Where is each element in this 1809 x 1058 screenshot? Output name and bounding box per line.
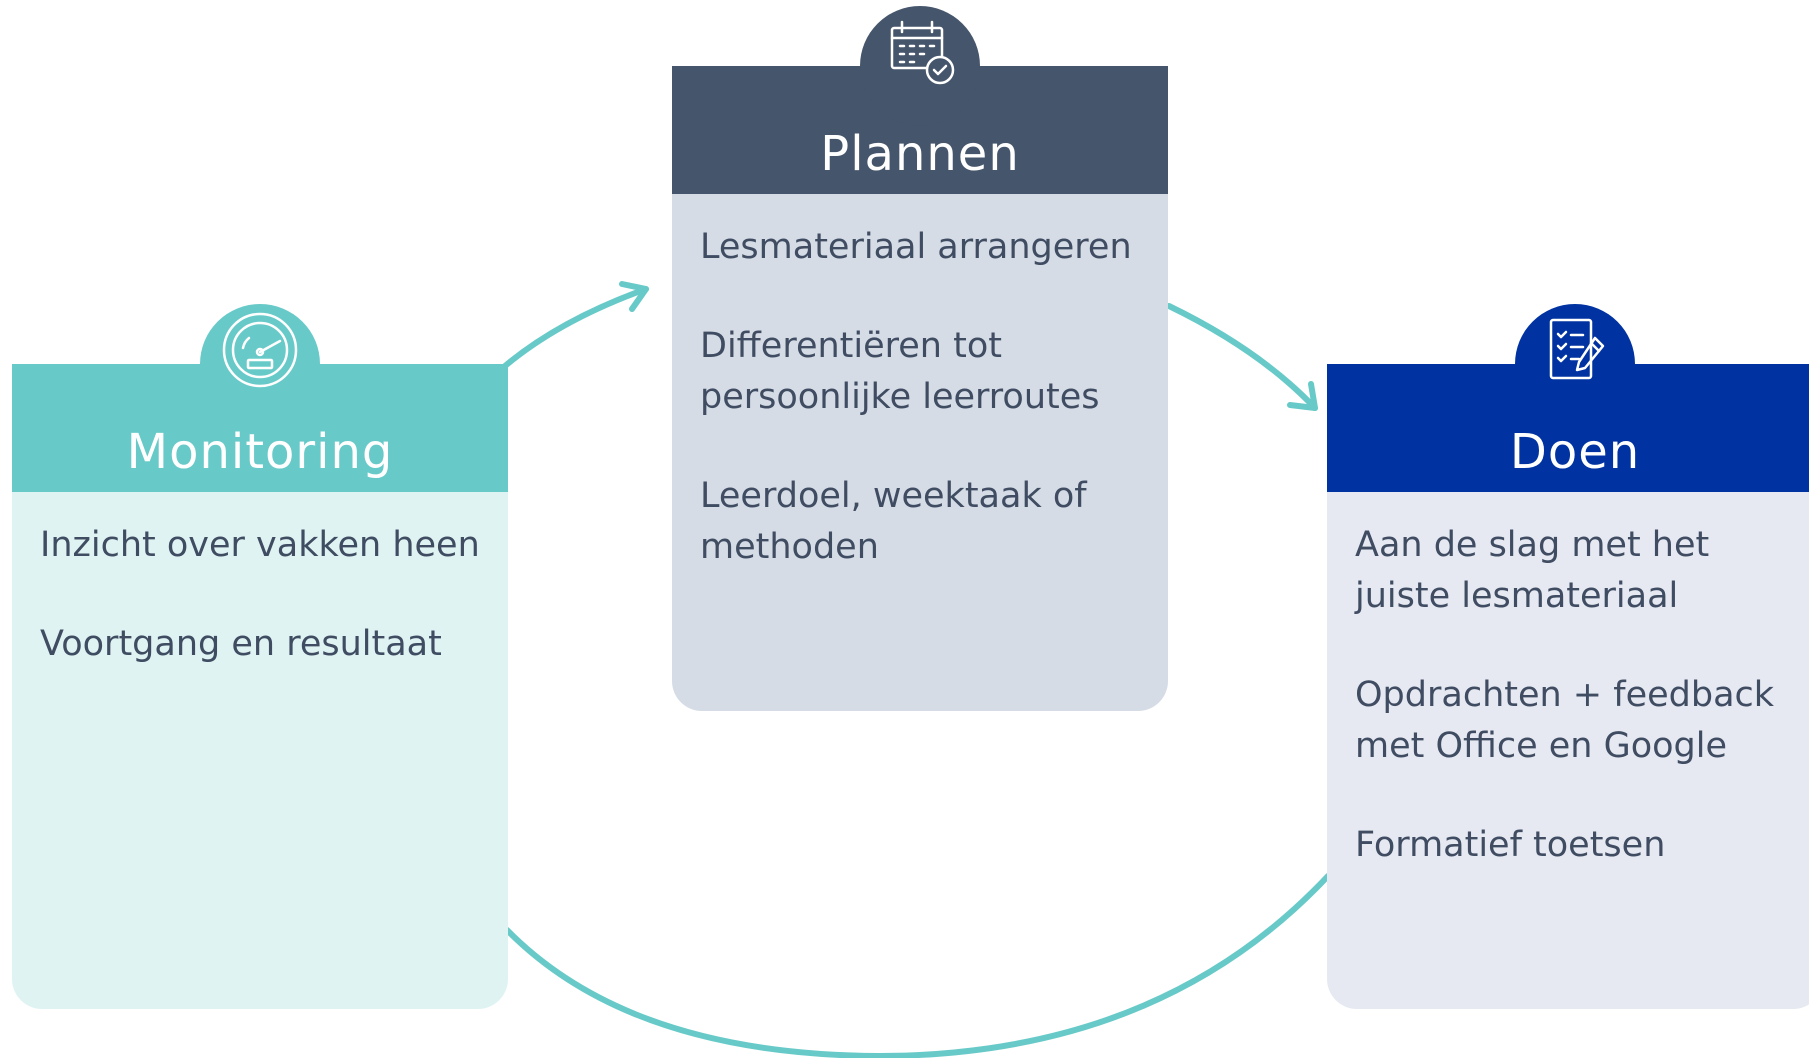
card-doen-title: Doen: [1509, 424, 1641, 480]
card-doen-header: Doen: [1327, 304, 1809, 492]
card-plannen-body: Lesmateriaal arrangeren Differentiëren t…: [672, 194, 1168, 573]
card-doen: Doen Aan de slag met het juiste lesmater…: [1327, 304, 1809, 1009]
list-item: Inzicht over vakken heen: [40, 525, 480, 565]
speedometer-icon: [200, 304, 320, 424]
card-plannen-header: Plannen: [672, 6, 1168, 194]
card-plannen: Plannen Lesmateriaal arrangeren Differen…: [672, 6, 1168, 711]
list-item: Opdrachten + feedback met Office en Goog…: [1355, 675, 1775, 766]
arrow-plannen-to-doen: [1166, 303, 1318, 411]
arrowhead-monitoring-to-plannen: [619, 281, 649, 312]
list-item: Differentiëren tot persoonlijke leerrout…: [700, 326, 1100, 417]
list-item: Formatief toetsen: [1355, 825, 1666, 865]
card-monitoring-header: Monitoring: [12, 304, 508, 492]
card-monitoring: Monitoring Inzicht over vakken heen Voor…: [12, 304, 508, 1009]
list-item: Voortgang en resultaat: [40, 624, 442, 664]
card-doen-body: Aan de slag met het juiste lesmateriaal …: [1327, 492, 1809, 871]
list-item: Lesmateriaal arrangeren: [700, 227, 1132, 267]
checklist-pencil-icon: [1515, 304, 1635, 424]
list-item: Aan de slag met het juiste lesmateriaal: [1355, 525, 1710, 616]
arrow-doen-to-monitoring: [504, 873, 1331, 1058]
card-monitoring-title: Monitoring: [126, 424, 394, 480]
arrow-monitoring-to-plannen: [502, 286, 649, 369]
arrowhead-plannen-to-doen: [1287, 381, 1318, 411]
list-item: Leerdoel, weektaak of methoden: [700, 476, 1087, 567]
card-plannen-title: Plannen: [820, 126, 1020, 182]
card-monitoring-body: Inzicht over vakken heen Voortgang en re…: [12, 492, 508, 670]
calendar-check-icon: [860, 6, 980, 126]
